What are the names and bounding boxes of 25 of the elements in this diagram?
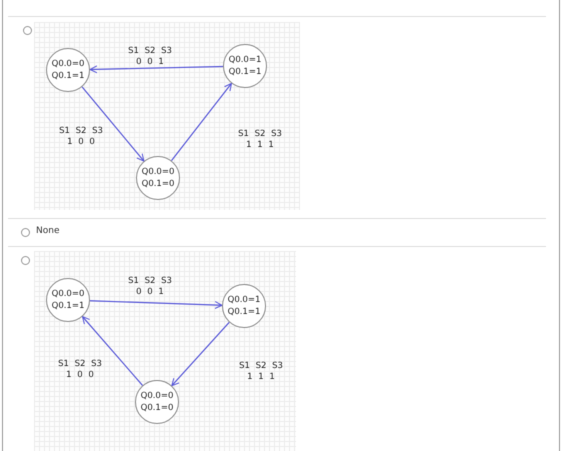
edge-label: S1 S2 S3 1 0 0 (58, 359, 102, 381)
edge-label: S1 S2 S3 0 0 1 (128, 276, 172, 298)
edge-label: S1 S2 S3 1 1 1 (238, 129, 282, 151)
arrow (90, 300, 223, 309)
option-label: None (36, 226, 60, 236)
arrow (171, 322, 230, 386)
state-text: Q0.0=1 (228, 54, 262, 66)
arrow (82, 316, 143, 386)
arrow (82, 86, 144, 162)
state-text: Q0.0=0 (140, 390, 174, 402)
arrow (171, 82, 232, 161)
edge-label: S1 S2 S3 0 0 1 (128, 46, 172, 68)
state-text: Q0.0=1 (228, 294, 260, 306)
state-text: Q0.1=0 (142, 178, 174, 190)
state-text: Q0.0=0 (52, 288, 84, 300)
state-text: Q0.1=1 (228, 66, 262, 78)
edge-label: S1 S2 S3 1 1 1 (239, 361, 283, 383)
state-text: Q0.1=1 (52, 70, 84, 82)
state-text: Q0.1=0 (140, 402, 174, 414)
state-text: Q0.0=0 (142, 166, 174, 178)
state-text: Q0.1=1 (52, 300, 84, 312)
edge-label: S1 S2 S3 1 0 0 (59, 126, 103, 148)
state-text: Q0.1=1 (228, 306, 260, 318)
state-text: Q0.0=0 (52, 58, 84, 70)
arrow (90, 65, 224, 74)
